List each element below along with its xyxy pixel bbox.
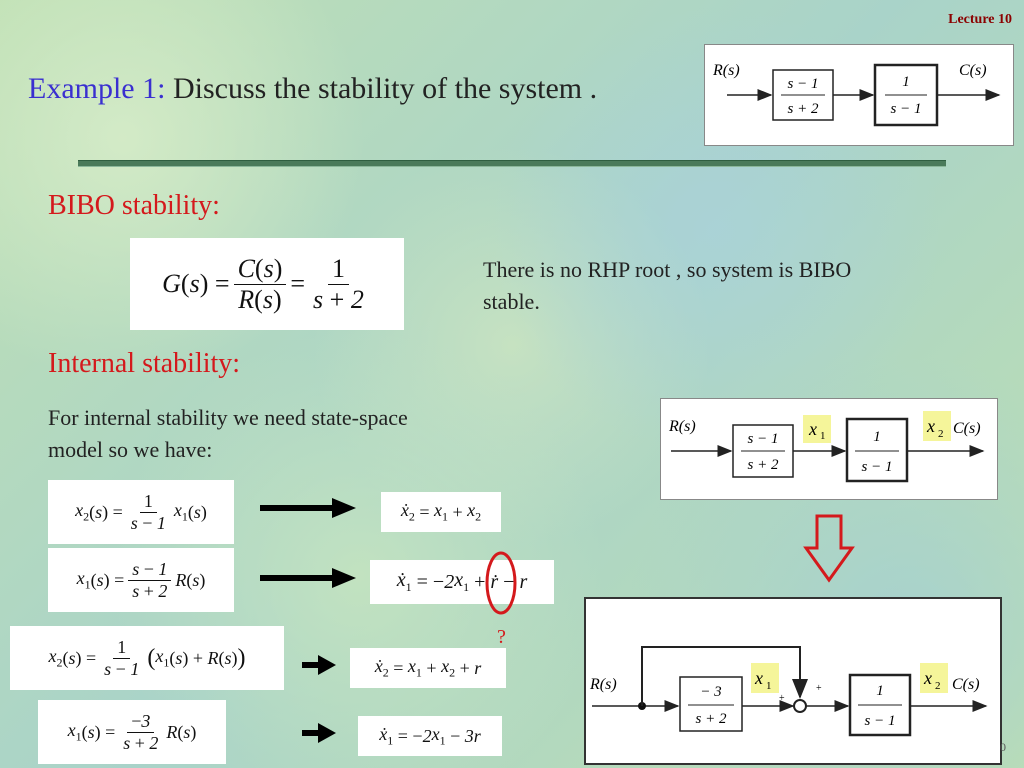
block2	[845, 417, 909, 483]
x1-sub: 1	[820, 430, 826, 442]
block1-num: − 3	[700, 684, 721, 700]
block1-den: s + 2	[696, 711, 727, 727]
block-diagram-top-svg: R(s) C(s) s − 1 s + 2 1 s − 1	[712, 62, 1001, 127]
eq-x2dot-modified: ẋ2 = x1 + x2 + r	[350, 648, 506, 688]
x2-sub: 2	[935, 680, 941, 692]
output-label: C(s)	[952, 676, 980, 693]
title-colon: :	[157, 72, 166, 105]
output-label: C(s)	[959, 62, 987, 79]
bibo-heading: BIBO stability:	[48, 190, 220, 221]
divider-rule	[78, 160, 946, 167]
block1-den: s + 2	[748, 457, 779, 473]
x1-label: x	[808, 419, 817, 439]
page-title: Example 1: Discuss the stability of the …	[28, 72, 597, 106]
x2-highlight	[920, 663, 948, 693]
highlight-circle	[485, 551, 517, 615]
block-diagram-top: R(s) C(s) s − 1 s + 2 1 s − 1	[704, 44, 1014, 146]
block1	[679, 676, 743, 732]
input-label: R(s)	[712, 62, 740, 79]
title-example: Example 1	[28, 72, 158, 105]
down-arrow-icon	[803, 514, 855, 583]
implication-arrows-top	[260, 498, 356, 588]
internal-heading: Internal stability:	[48, 348, 241, 379]
block2-num: 1	[873, 429, 881, 445]
input-label: R(s)	[668, 418, 696, 435]
input-label: R(s)	[589, 676, 617, 693]
x1-highlight	[803, 415, 831, 443]
block2-num: 1	[902, 74, 910, 90]
title-text: Discuss the stability of the system .	[165, 72, 598, 105]
x1-sub: 1	[766, 680, 772, 692]
block2-num: 1	[876, 683, 884, 699]
arrow-right-icon	[332, 498, 356, 518]
block2-den: s − 1	[865, 713, 896, 729]
summing-junction	[793, 699, 807, 713]
arrow-right-icon	[318, 655, 336, 675]
question-mark: ?	[497, 626, 506, 648]
internal-note: For internal stability we need state-spa…	[48, 405, 408, 462]
block-diagram-mid-svg: R(s) C(s) s − 1 s + 2 x 1 1 s − 1 x 2	[668, 411, 985, 483]
x2-sub: 2	[938, 428, 944, 440]
block1-num: s − 1	[748, 431, 779, 447]
x2-highlight	[923, 411, 951, 441]
plus-sign: +	[816, 683, 822, 694]
x1-highlight	[751, 663, 779, 693]
implication-arrows-bottom	[302, 655, 336, 743]
lecture-label: Lecture 10	[948, 12, 1012, 27]
output-label: C(s)	[953, 420, 981, 437]
block2-den: s − 1	[862, 459, 893, 475]
block-diagram-bottom-svg: R(s) C(s) − 3 s + 2 x 1 + + 1 s − 1 x 2	[589, 646, 988, 737]
block1-den: s + 2	[788, 101, 819, 117]
x2-label: x	[926, 416, 935, 436]
bibo-note: There is no RHP root , so system is BIBO…	[483, 257, 852, 314]
page-number: 0	[1000, 740, 1006, 754]
block-diagram-mid: R(s) C(s) s − 1 s + 2 x 1 1 s − 1 x 2	[660, 398, 998, 500]
plus-sign: +	[779, 693, 785, 704]
block2-den: s − 1	[891, 101, 922, 117]
block-diagram-bottom: R(s) C(s) − 3 s + 2 x 1 + + 1 s − 1 x 2	[584, 597, 1002, 765]
arrow-right-icon	[332, 568, 356, 588]
x1-label: x	[754, 668, 763, 688]
block1-num: s − 1	[788, 76, 819, 92]
eq-x2dot: ẋ2 = x1 + x2	[381, 492, 501, 532]
arrow-right-icon	[318, 723, 336, 743]
x2-label: x	[923, 668, 932, 688]
